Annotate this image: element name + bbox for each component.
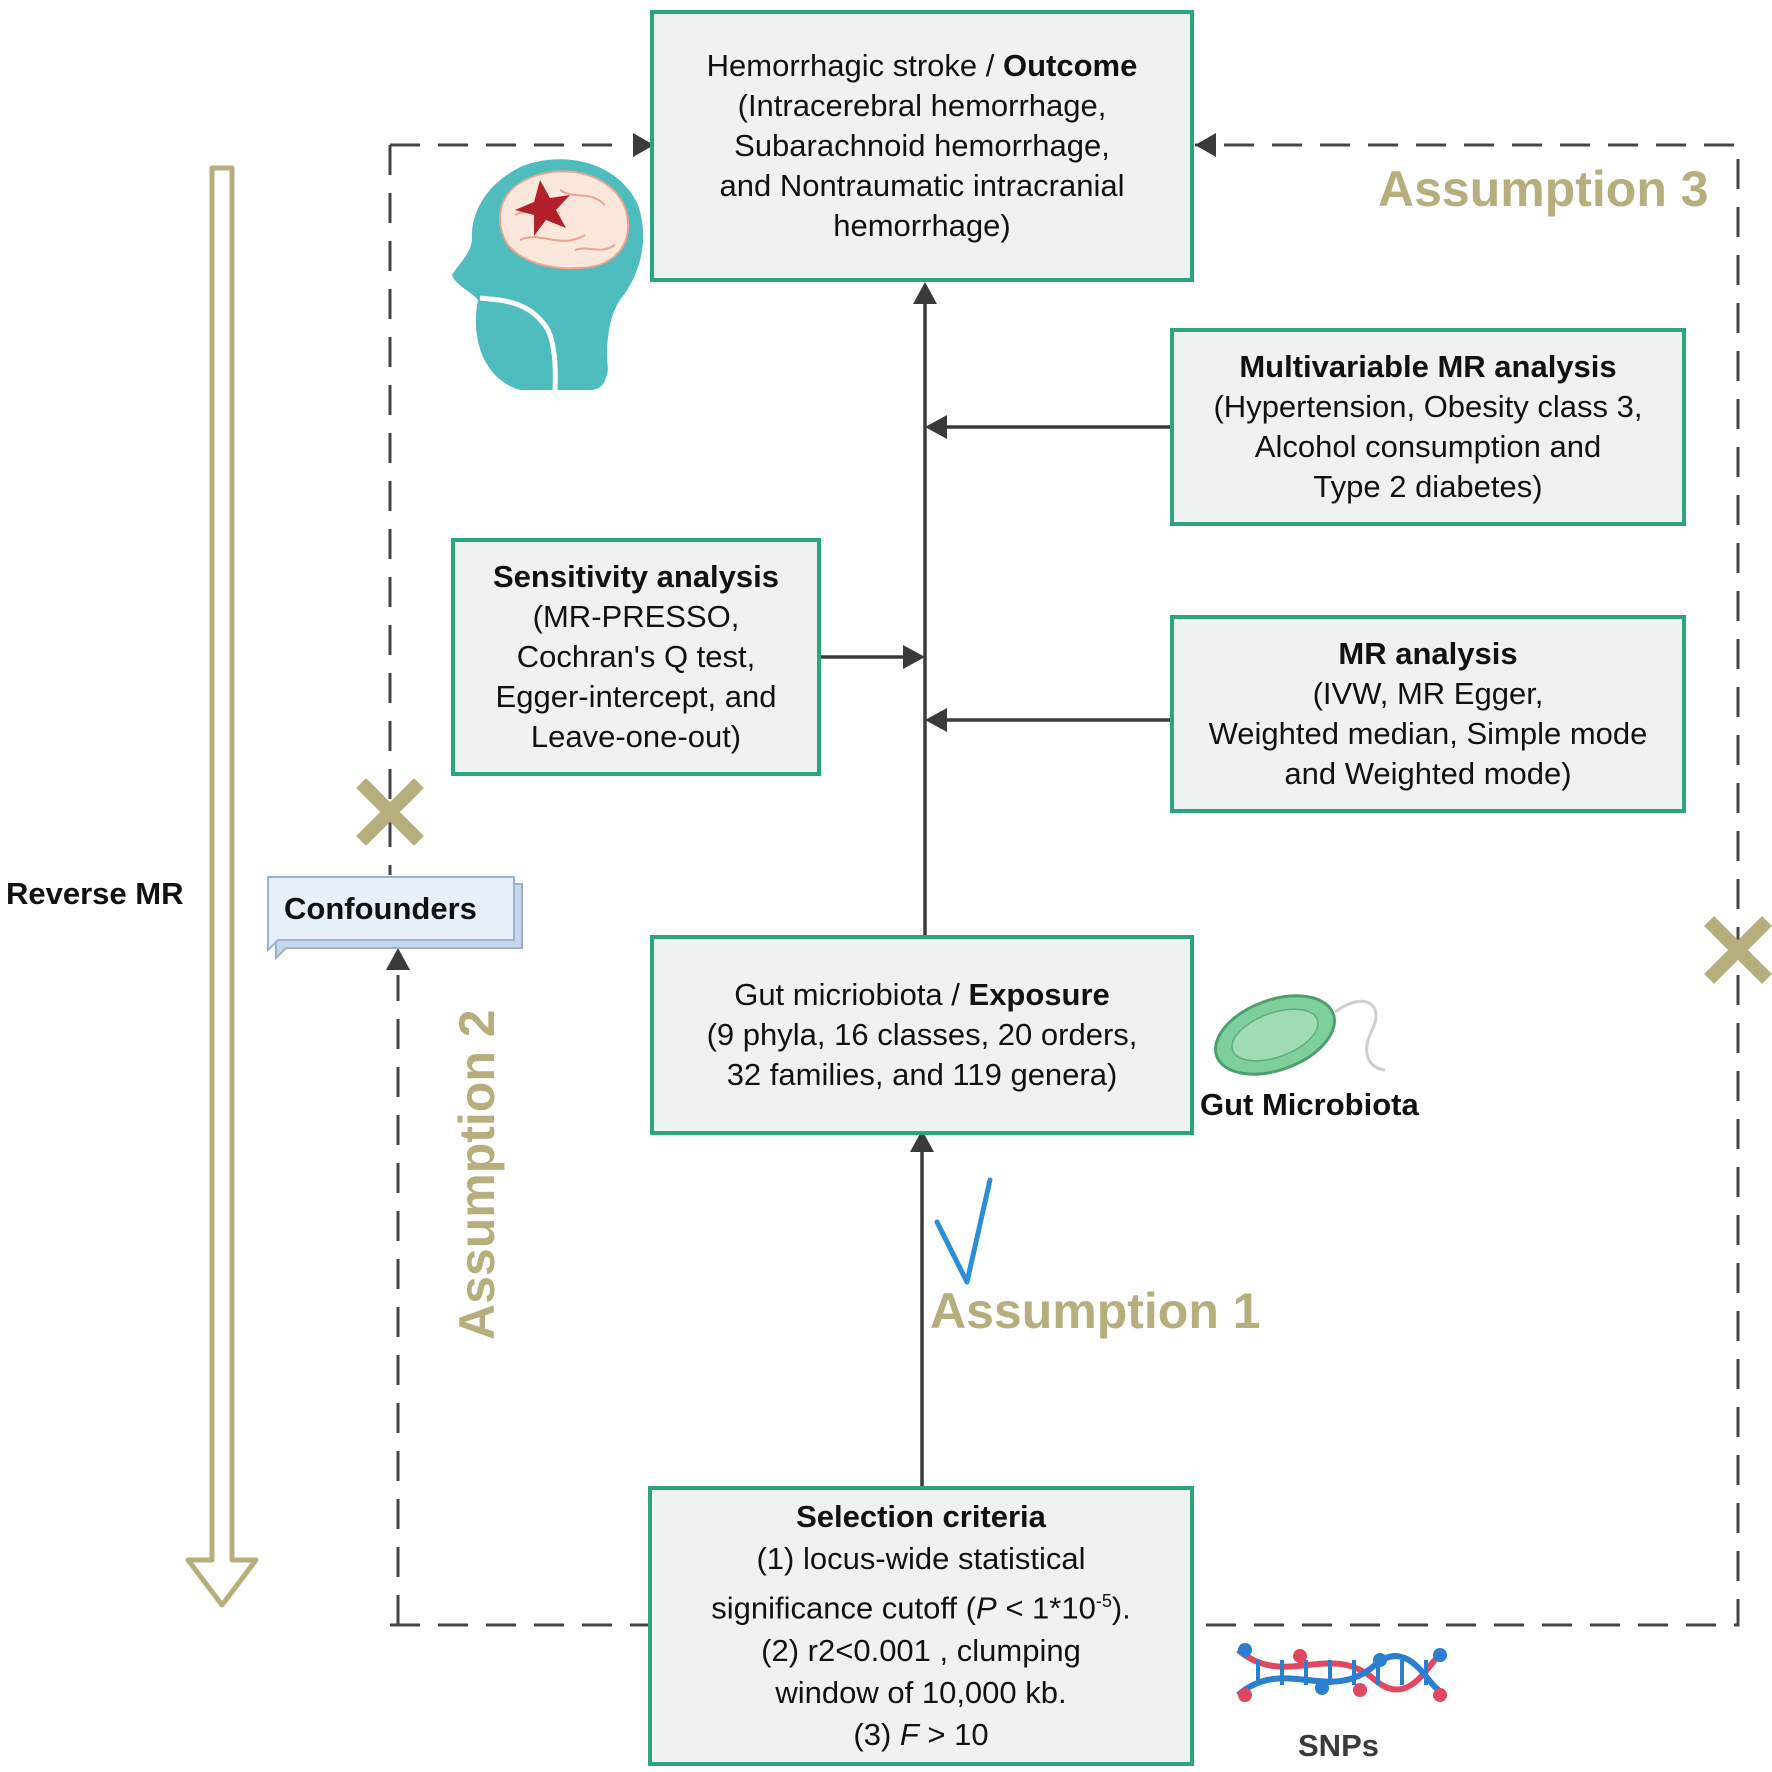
mr-analysis-title: MR analysis bbox=[1338, 636, 1518, 671]
bacterium-icon bbox=[1214, 994, 1386, 1076]
selection-line-5: (3) F > 10 bbox=[853, 1714, 988, 1756]
selection-line-4: window of 10,000 kb. bbox=[775, 1674, 1067, 1710]
exposure-box: Gut micriobiota / Exposure (9 phyla, 16 … bbox=[650, 935, 1194, 1135]
exposure-line-2: 32 families, and 119 genera) bbox=[726, 1057, 1118, 1092]
selection-line-2-italic: P bbox=[976, 1590, 997, 1626]
selection-line-5-post: > 10 bbox=[918, 1716, 989, 1752]
selection-line-5-italic: F bbox=[899, 1716, 919, 1752]
sensitivity-title: Sensitivity analysis bbox=[492, 559, 780, 594]
multivariable-line-3: Type 2 diabetes) bbox=[1313, 469, 1543, 504]
assumption-3-label: Assumption 3 bbox=[1378, 161, 1709, 217]
snps-label: SNPs bbox=[1298, 1728, 1379, 1763]
multivariable-box: Multivariable MR analysis (Hypertension,… bbox=[1170, 328, 1686, 526]
sensitivity-line-2: Cochran's Q test, bbox=[516, 639, 756, 674]
gut-microbiota-label: Gut Microbiota bbox=[1200, 1087, 1419, 1122]
selection-line-2-pre: significance cutoff ( bbox=[711, 1590, 977, 1626]
outcome-title: Hemorrhagic stroke / Outcome bbox=[707, 46, 1138, 86]
sensitivity-line-1: (MR-PRESSO, bbox=[532, 599, 740, 634]
brain-head-icon bbox=[452, 159, 644, 391]
assumption-2-label: Assumption 2 bbox=[449, 1009, 505, 1340]
exposure-title: Gut micriobiota / Exposure bbox=[734, 975, 1110, 1015]
exposure-title-bold: Exposure bbox=[968, 977, 1110, 1012]
selection-criteria-box: Selection criteria (1) locus-wide statis… bbox=[648, 1486, 1194, 1766]
assumption2-arrowhead bbox=[386, 948, 410, 970]
mr-analysis-line-3: and Weighted mode) bbox=[1284, 756, 1572, 791]
outcome-title-prefix: Hemorrhagic stroke / bbox=[706, 48, 1003, 83]
dna-icon bbox=[1236, 1643, 1447, 1702]
outcome-box: Hemorrhagic stroke / Outcome (Intracereb… bbox=[650, 10, 1194, 282]
selection-line-1: (1) locus-wide statistical bbox=[756, 1541, 1086, 1577]
multivariable-line-2: Alcohol consumption and bbox=[1254, 429, 1602, 464]
mr-analysis-box: MR analysis (IVW, MR Egger, Weighted med… bbox=[1170, 615, 1686, 813]
selection-line-2-mid: < 1*10 bbox=[996, 1590, 1096, 1626]
selection-line-2-sup: -5 bbox=[1095, 1591, 1112, 1612]
cross-icon-assumption3 bbox=[1704, 916, 1772, 984]
sensitivity-box: Sensitivity analysis (MR-PRESSO, Cochran… bbox=[451, 538, 821, 776]
assumption3-arrowhead-right bbox=[1195, 133, 1216, 157]
outcome-line-4: hemorrhage) bbox=[833, 208, 1011, 243]
assumption3-arrowhead-left bbox=[633, 133, 654, 157]
cross-icon-confounders bbox=[356, 778, 424, 846]
outcome-line-1: (Intracerebral hemorrhage, bbox=[737, 88, 1107, 123]
exposure-line-1: (9 phyla, 16 classes, 20 orders, bbox=[706, 1017, 1138, 1052]
lower-arrowhead bbox=[910, 1130, 934, 1152]
selection-line-3: (2) r2<0.001 , clumping bbox=[761, 1632, 1081, 1668]
confounders-label: Confounders bbox=[284, 891, 477, 926]
sensitivity-arrowhead bbox=[903, 645, 925, 669]
outcome-title-bold: Outcome bbox=[1002, 48, 1138, 83]
assumption-1-label: Assumption 1 bbox=[930, 1283, 1261, 1339]
sensitivity-line-4: Leave-one-out) bbox=[530, 719, 742, 754]
check-mark-icon bbox=[934, 1177, 993, 1285]
multivariable-line-1: (Hypertension, Obesity class 3, bbox=[1213, 389, 1643, 424]
selection-line-2: significance cutoff (P < 1*10-5). bbox=[711, 1580, 1131, 1629]
selection-line-2-post: ). bbox=[1111, 1590, 1131, 1626]
main-arrowhead-top bbox=[913, 282, 937, 304]
sensitivity-line-3: Egger-intercept, and bbox=[495, 679, 777, 714]
mr-analysis-arrowhead bbox=[925, 708, 947, 732]
exposure-title-prefix: Gut micriobiota / bbox=[734, 977, 969, 1012]
multivariable-arrowhead bbox=[925, 415, 947, 439]
outcome-line-3: and Nontraumatic intracranial bbox=[719, 168, 1125, 203]
selection-title: Selection criteria bbox=[796, 1499, 1046, 1535]
selection-line-5-pre: (3) bbox=[853, 1716, 900, 1752]
reverse-mr-arrow bbox=[185, 165, 259, 1608]
mr-analysis-line-2: Weighted median, Simple mode bbox=[1208, 716, 1648, 751]
reverse-mr-label: Reverse MR bbox=[6, 876, 184, 911]
outcome-line-2: Subarachnoid hemorrhage, bbox=[734, 128, 1110, 163]
confounders-note-icon bbox=[267, 876, 523, 961]
multivariable-title: Multivariable MR analysis bbox=[1239, 349, 1617, 384]
mr-analysis-line-1: (IVW, MR Egger, bbox=[1312, 676, 1544, 711]
